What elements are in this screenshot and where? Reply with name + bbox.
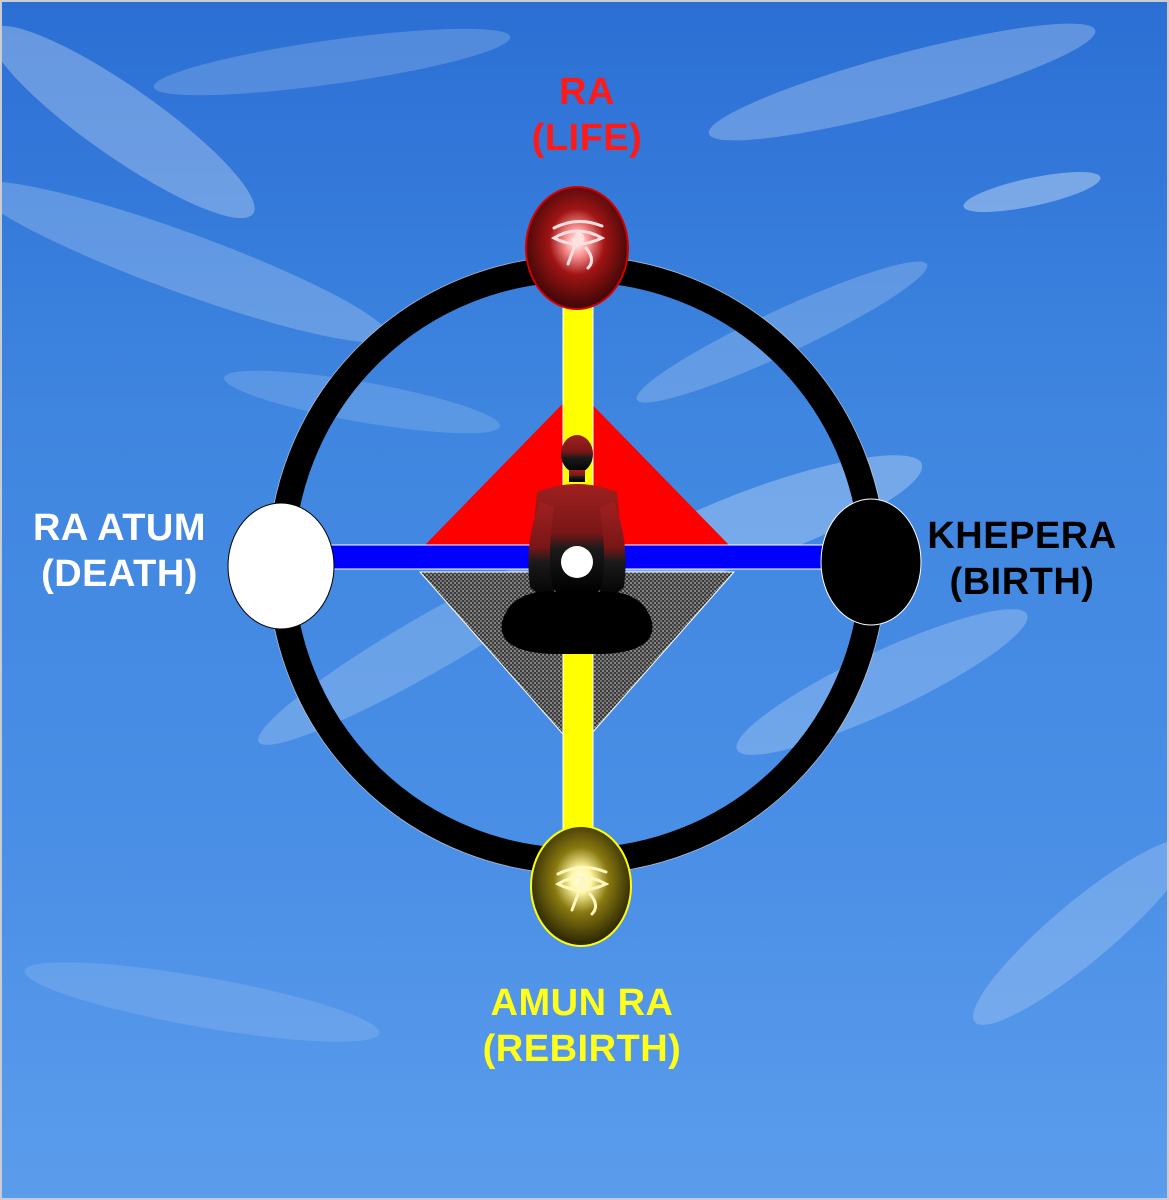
label-khepera-birth: KHEPERA (BIRTH) (917, 513, 1127, 605)
eye-of-horus-icon-gold (554, 866, 610, 916)
label-khepera-name: KHEPERA (927, 515, 1117, 557)
label-amun-ra-rebirth: AMUN RA (REBIRTH) (432, 980, 732, 1072)
center-point (561, 546, 593, 578)
life-node (525, 186, 629, 310)
label-ra-atum-role: (DEATH) (41, 553, 198, 595)
death-node (227, 502, 335, 630)
label-amun-ra-name: AMUN RA (490, 982, 674, 1024)
label-amun-ra-role: (REBIRTH) (482, 1028, 682, 1070)
label-khepera-role: (BIRTH) (949, 561, 1095, 603)
eye-of-horus-icon-red (550, 220, 606, 270)
label-ra-atum-death: RA ATUM (DEATH) (12, 505, 227, 597)
label-ra-role: (LIFE) (531, 117, 643, 159)
label-ra-name: RA (559, 71, 615, 113)
label-ra-life: RA (LIFE) (462, 69, 712, 161)
meditating-figure-icon (501, 435, 653, 654)
label-ra-atum-name: RA ATUM (32, 507, 207, 549)
birth-node (820, 498, 922, 626)
